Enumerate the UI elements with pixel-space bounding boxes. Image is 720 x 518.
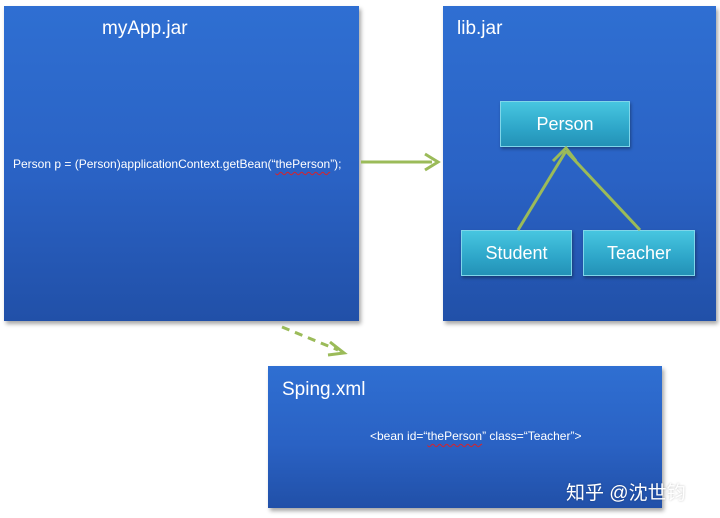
zhihu-watermark: 知乎 @沈世钧 [566,483,686,504]
bean-definition-line: <bean id=“thePerson” class=“Teacher”> [370,429,581,443]
config-dashed-arrow-line [281,325,339,352]
spring-xml-title: Sping.xml [282,379,366,400]
getbean-code-line: Person p = (Person)applicationContext.ge… [13,157,342,171]
lib-jar-title: lib.jar [457,18,503,39]
class-teacher-box: Teacher [583,230,695,276]
bean-definition-id: thePerson [427,429,483,443]
getbean-code-prefix: Person p = (Person)applicationContext.ge… [13,157,276,171]
inherit-arrow-head [551,145,578,163]
class-person-box: Person [500,101,630,147]
config-dashed-arrow-head [327,340,348,357]
bean-definition-prefix: <bean id=“ [370,429,428,443]
class-student-box: Student [461,230,572,276]
usage-arrow-head [424,152,441,172]
getbean-code-suffix: ”); [330,157,342,171]
inherit-arrow-teacher-line [564,149,642,232]
getbean-bean-name: thePerson [275,157,331,171]
myapp-jar-box: myApp.jar Person p = (Person)application… [4,6,359,321]
myapp-jar-title: myApp.jar [102,18,188,39]
inherit-arrow-student-line [516,150,568,231]
bean-definition-suffix: ” class=“Teacher”> [482,429,582,443]
spring-xml-box: Sping.xml <bean id=“thePerson” class=“Te… [268,366,662,508]
